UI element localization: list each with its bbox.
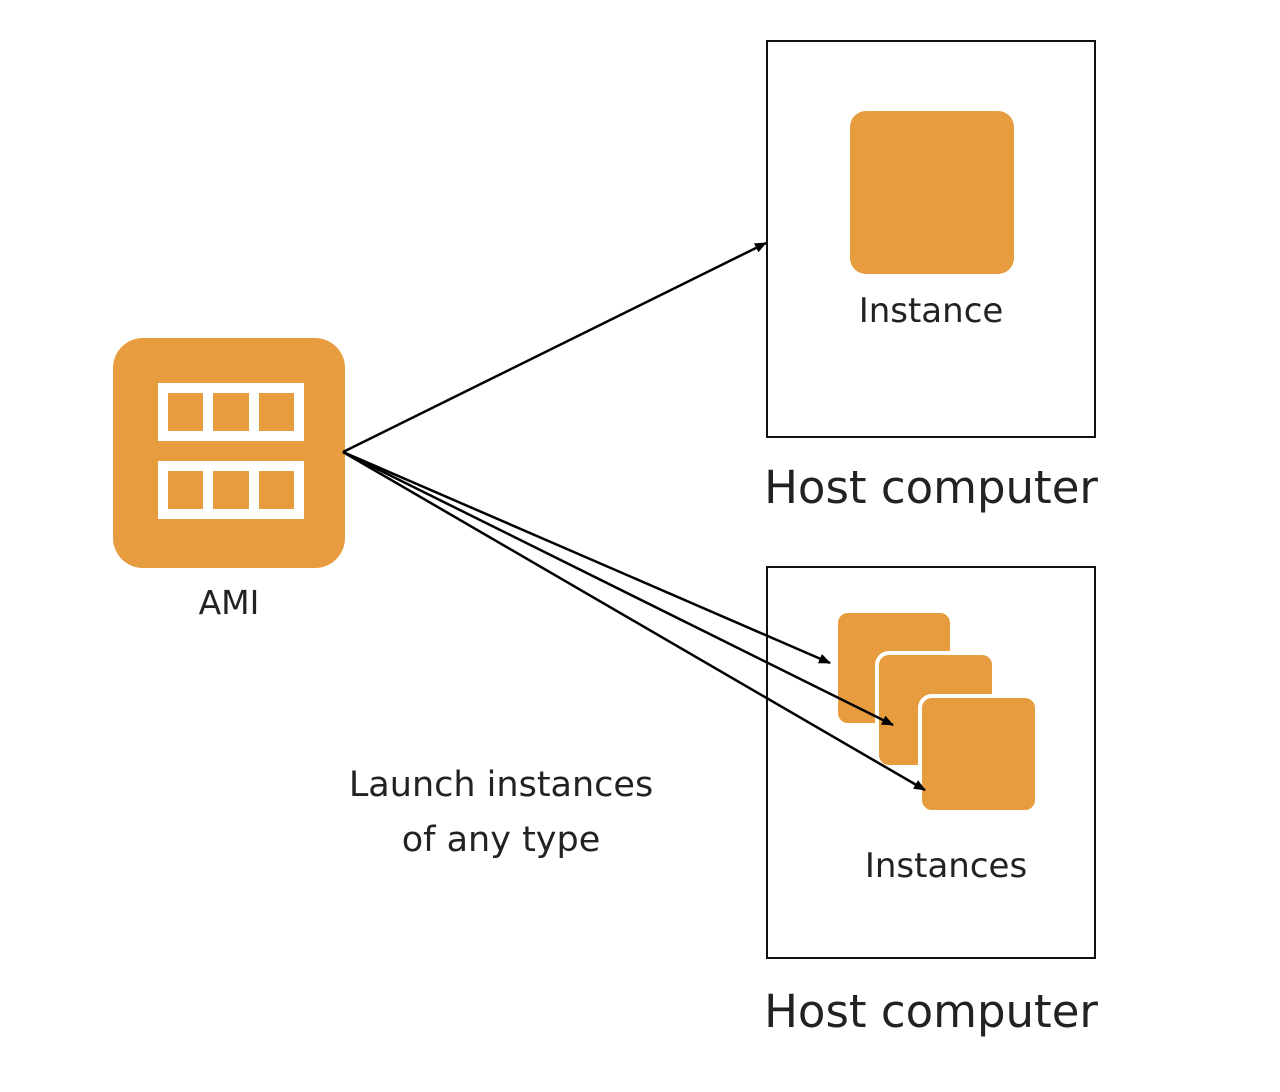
host-box-bottom xyxy=(766,566,1096,959)
launch-label-line1: Launch instances xyxy=(349,765,653,805)
host-caption-bottom: Host computer xyxy=(764,985,1098,1038)
arrow-to-instances-1 xyxy=(342,450,831,665)
arrow-to-instances-3 xyxy=(342,450,926,792)
host-computer-top: Instance Host computer xyxy=(764,40,1098,514)
host-caption-top: Host computer xyxy=(764,461,1098,514)
instances-label: Instances xyxy=(865,846,1027,886)
ami-label: AMI xyxy=(199,583,260,622)
arrow-to-instances-2 xyxy=(342,450,894,727)
instances-stack xyxy=(834,609,1039,814)
instance-label: Instance xyxy=(859,291,1004,331)
instance-icon xyxy=(850,111,1014,274)
instance-icon-3 xyxy=(918,694,1039,814)
ami-icon xyxy=(113,338,345,568)
host-box-top xyxy=(766,40,1096,438)
launch-label-line2: of any type xyxy=(402,820,601,860)
arrow-to-instance xyxy=(342,241,767,454)
host-computer-bottom: Instances Host computer xyxy=(764,566,1098,1038)
launch-arrows xyxy=(342,241,926,792)
ami-node: AMI xyxy=(113,338,345,622)
ami-grid-icon xyxy=(158,383,304,519)
launch-label: Launch instances of any type xyxy=(349,765,653,860)
